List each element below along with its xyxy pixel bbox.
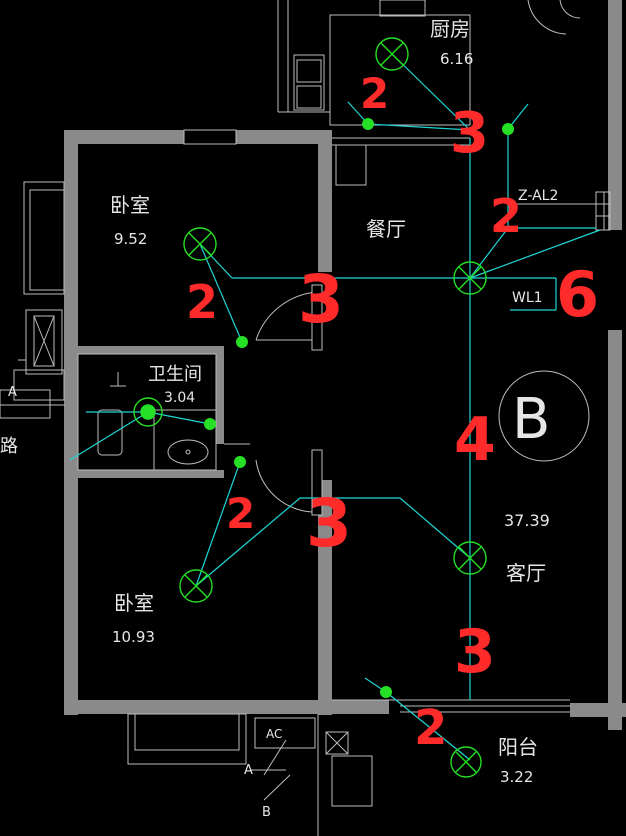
bathtub <box>97 409 123 456</box>
plan-outlines <box>0 0 611 836</box>
balcony-area: 3.22 <box>500 768 533 786</box>
bedroom1-name: 卧室 <box>110 193 150 217</box>
window-bay <box>134 713 240 751</box>
count-bedroom2-lamp: 2 <box>226 489 255 538</box>
panel-labels: Z-AL2 WL1 B A 路 A B AC <box>0 188 600 820</box>
circuit-label: WL1 <box>512 290 543 306</box>
grid-bubble-b <box>498 370 590 462</box>
count-kitchen-right: 3 <box>450 101 489 166</box>
count-balcony: 2 <box>414 700 447 756</box>
wiring <box>69 53 601 761</box>
sink-outline <box>293 54 325 111</box>
side-label-lu: 路 <box>0 436 18 457</box>
floor-drain <box>325 731 349 755</box>
vanity <box>153 409 217 471</box>
panel-label: Z-AL2 <box>518 188 558 204</box>
switch-icon-bedroom2 <box>234 456 246 468</box>
bedroom1-area: 9.52 <box>114 230 147 248</box>
distribution-panel <box>595 191 611 231</box>
light-fixtures <box>133 37 487 778</box>
switch-icon-dining <box>502 123 514 135</box>
bathroom-area: 3.04 <box>164 390 195 406</box>
count-living-main: 4 <box>454 405 496 475</box>
ac-label: AC <box>266 727 282 741</box>
handwritten-annotations: 2 3 2 6 3 2 4 3 2 3 2 <box>186 69 599 756</box>
switches <box>204 118 514 698</box>
ac-unit <box>254 717 316 749</box>
lamp-icon-balcony <box>450 746 482 778</box>
bathroom-name: 卫生间 <box>148 364 202 385</box>
kitchen-name: 厨房 <box>430 17 470 41</box>
balcony-fixture-left <box>25 309 63 375</box>
walls <box>64 0 626 730</box>
door-swing-bedroom1 <box>255 291 319 341</box>
lamp-icon-bedroom2 <box>179 569 213 603</box>
switch-icon-bedroom1 <box>236 336 248 348</box>
lamp-icon-living <box>453 541 487 575</box>
living-area: 37.39 <box>504 511 550 530</box>
grid-label-b: B <box>512 387 550 452</box>
kitchen-area: 6.16 <box>440 50 473 68</box>
bottom-label-b: B <box>262 805 271 820</box>
switch-icon-kitchen <box>362 118 374 130</box>
count-kitchen-left: 2 <box>360 69 389 118</box>
count-bedroom1-lamp: 2 <box>186 275 218 329</box>
room-labels: 厨房 6.16 餐厅 卧室 9.52 卫生间 3.04 卧室 10.93 37.… <box>110 17 550 786</box>
living-name: 客厅 <box>506 561 546 585</box>
bedroom2-name: 卧室 <box>114 591 154 615</box>
side-label-a: A <box>8 385 17 400</box>
count-panel-link: 2 <box>490 189 522 243</box>
stove-outline <box>379 0 426 17</box>
count-circuit: 6 <box>556 258 599 331</box>
count-living-balcony: 3 <box>454 617 496 687</box>
switch-icon-bathroom <box>204 418 216 430</box>
switch-icon-balcony <box>380 686 392 698</box>
bottom-label-a: A <box>244 763 253 778</box>
washbasin <box>167 439 209 465</box>
count-bedroom1-wall: 3 <box>298 261 344 338</box>
dining-name: 餐厅 <box>366 217 406 241</box>
lamp-icon-kitchen <box>375 37 409 71</box>
door-swing-bedroom2 <box>255 459 319 513</box>
lamp-icon-bedroom1 <box>183 227 217 261</box>
lamp-icon-dining <box>453 261 487 295</box>
bedroom2-area: 10.93 <box>112 628 155 646</box>
lamp-icon-bathroom <box>133 397 163 427</box>
count-bedroom2-wall: 3 <box>306 485 352 562</box>
balcony-name: 阳台 <box>498 735 538 759</box>
